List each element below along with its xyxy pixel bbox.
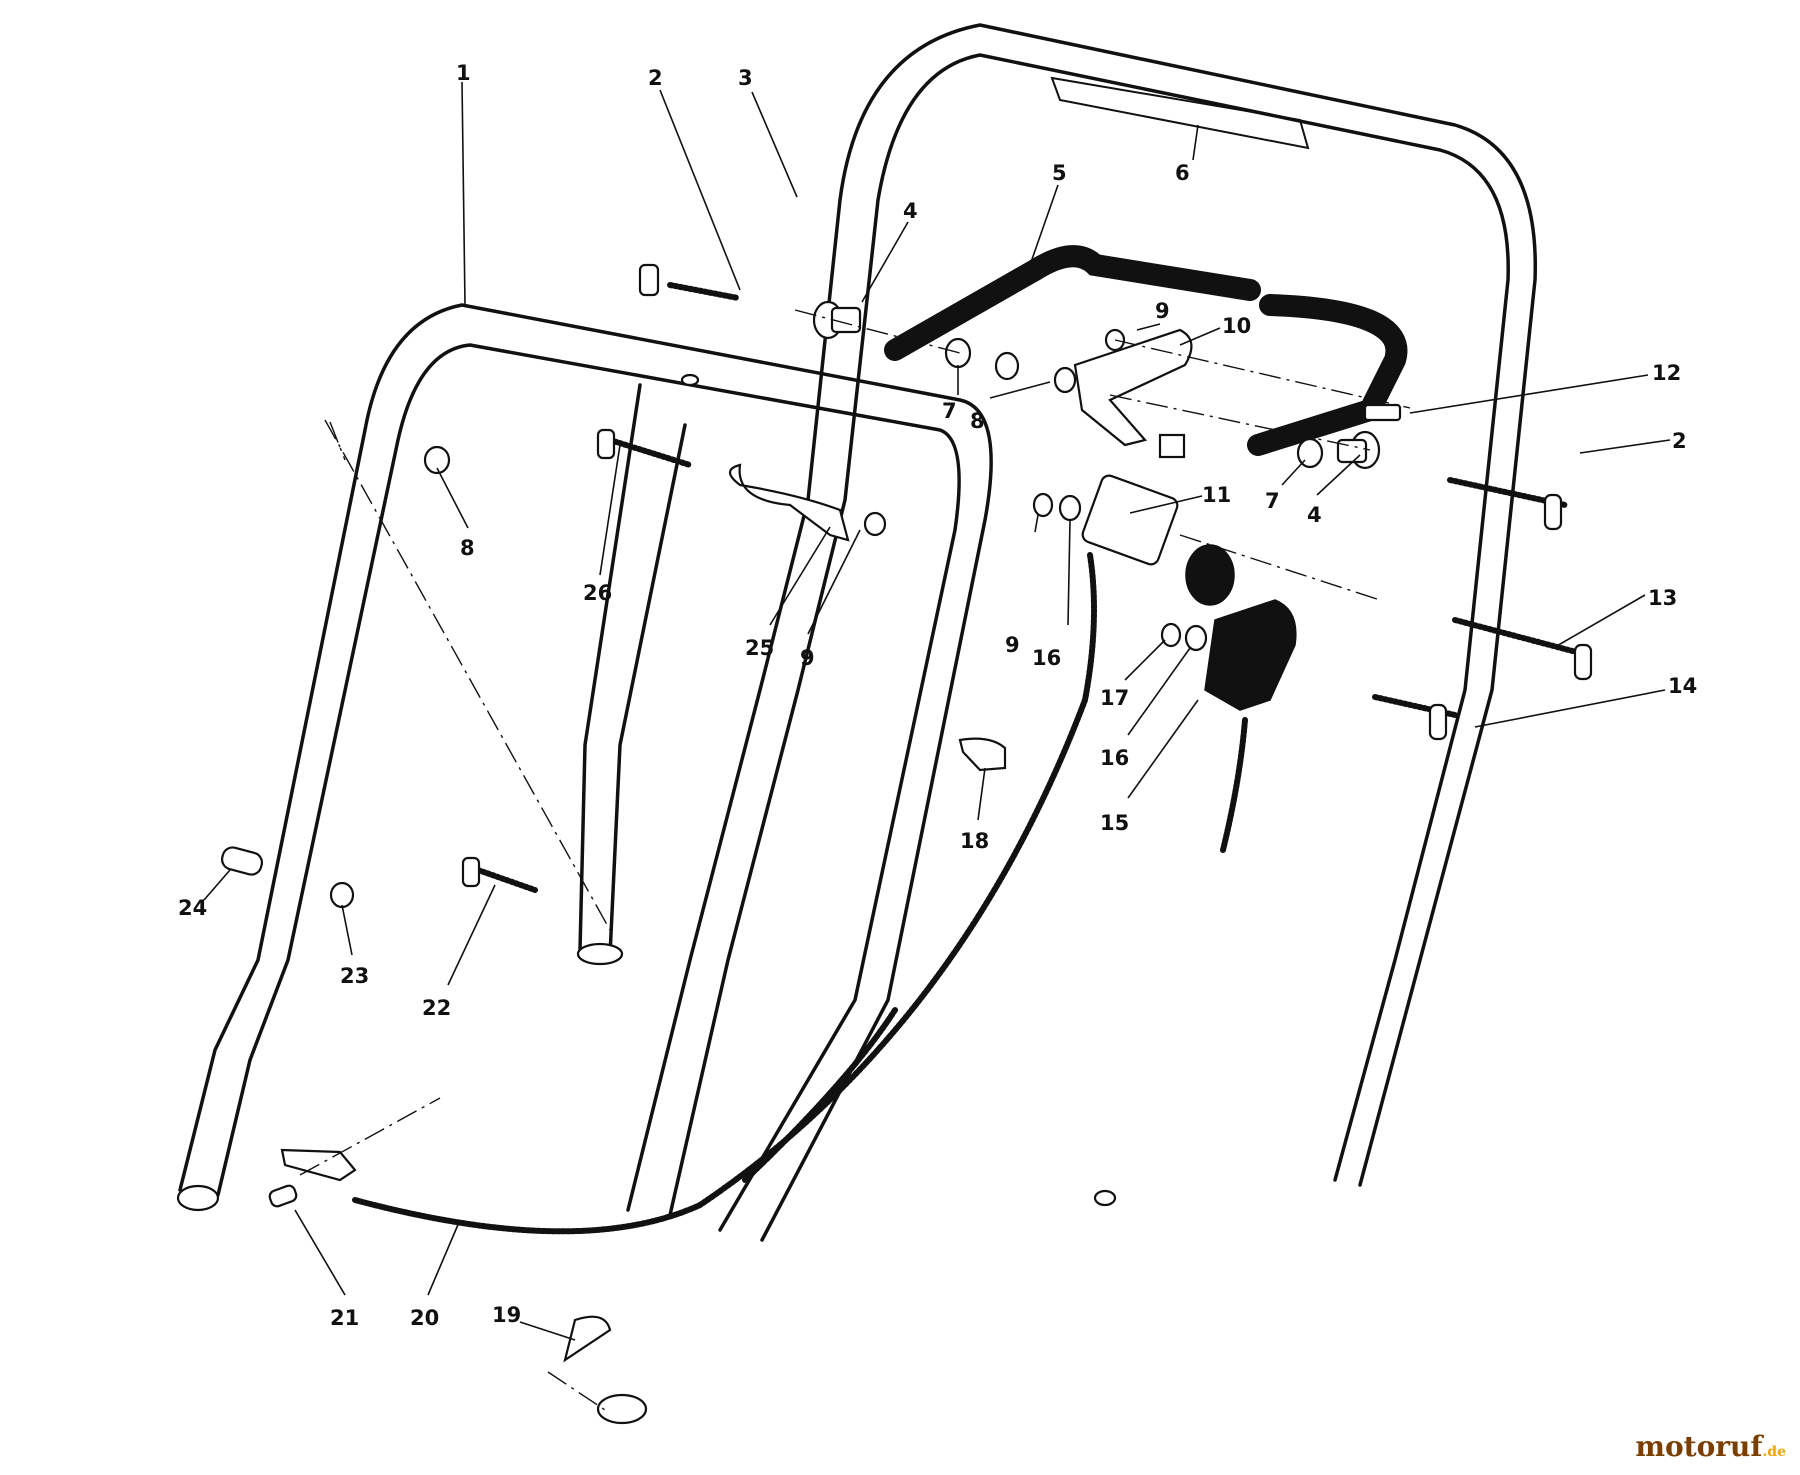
bolt-26 xyxy=(596,428,693,468)
bolt-22 xyxy=(461,856,538,893)
callout-9: 9 xyxy=(1155,299,1170,323)
callout-7: 7 xyxy=(942,399,957,423)
bolt-13 xyxy=(1452,617,1593,681)
switch-connector xyxy=(1158,433,1186,459)
watermark-brand: motoruf xyxy=(1635,1430,1763,1463)
callout-8: 8 xyxy=(970,409,985,433)
callout-4: 4 xyxy=(903,199,918,223)
bail-grip xyxy=(884,245,1408,456)
fastener-4-right xyxy=(1336,430,1381,470)
retainer-25 xyxy=(728,463,850,542)
screw-21 xyxy=(268,1184,298,1208)
callout-18: 18 xyxy=(960,829,989,853)
callout-17: 17 xyxy=(1100,686,1129,710)
bolt-14 xyxy=(1372,694,1458,741)
lower-handle xyxy=(176,303,993,1242)
watermark-suffix: .de xyxy=(1762,1444,1786,1460)
callout-21: 21 xyxy=(330,1306,359,1330)
pin-19 xyxy=(563,1315,612,1363)
callout-26: 26 xyxy=(583,581,612,605)
leader-lines xyxy=(203,81,1671,1341)
callout-10: 10 xyxy=(1222,314,1251,338)
callout-22: 22 xyxy=(422,996,451,1020)
callout-19: 19 xyxy=(492,1303,521,1327)
callout-16: 16 xyxy=(1032,646,1061,670)
callout-13: 13 xyxy=(1648,586,1677,610)
throttle-control xyxy=(1204,599,1297,711)
bolt-12 xyxy=(1363,403,1402,422)
upper-handle xyxy=(596,23,1538,1425)
callout-2: 2 xyxy=(648,66,663,90)
callout-24: 24 xyxy=(178,896,207,920)
callout-20: 20 xyxy=(410,1306,439,1330)
clip-18 xyxy=(958,737,1007,772)
callout-8: 8 xyxy=(460,536,475,560)
callout-9: 9 xyxy=(1005,633,1020,657)
switch-housing xyxy=(1081,474,1179,566)
callout-1: 1 xyxy=(456,61,471,85)
bracket xyxy=(1073,328,1193,447)
control-knob xyxy=(1185,544,1235,606)
callout-25: 25 xyxy=(745,636,774,660)
upper-cable xyxy=(742,1007,898,1183)
assembly-lines xyxy=(299,309,1411,1411)
callout-14: 14 xyxy=(1668,674,1697,698)
callout-23: 23 xyxy=(340,964,369,988)
control-cable xyxy=(352,552,1097,1235)
knob-24 xyxy=(220,846,264,876)
callout-15: 15 xyxy=(1100,811,1129,835)
callout-5: 5 xyxy=(1052,161,1067,185)
bolt-2-right xyxy=(1447,477,1568,531)
spacers xyxy=(329,328,1324,909)
switch-wire xyxy=(1220,717,1248,853)
callout-7: 7 xyxy=(1265,489,1280,513)
callout-16: 16 xyxy=(1100,746,1129,770)
bolt-2-left xyxy=(638,263,741,301)
callout-4: 4 xyxy=(1307,503,1322,527)
callout-6: 6 xyxy=(1175,161,1190,185)
callout-labels: 1 2 3 4 5 6 7 8 9 10 12 2 7 4 11 8 26 25… xyxy=(178,61,1697,1330)
callout-11: 11 xyxy=(1202,483,1231,507)
callout-2: 2 xyxy=(1672,429,1687,453)
fastener-4-left xyxy=(812,300,862,340)
callout-3: 3 xyxy=(738,66,753,90)
callout-9: 9 xyxy=(800,646,815,670)
watermark-logo: motoruf.de xyxy=(1635,1430,1786,1463)
callout-12: 12 xyxy=(1652,361,1681,385)
